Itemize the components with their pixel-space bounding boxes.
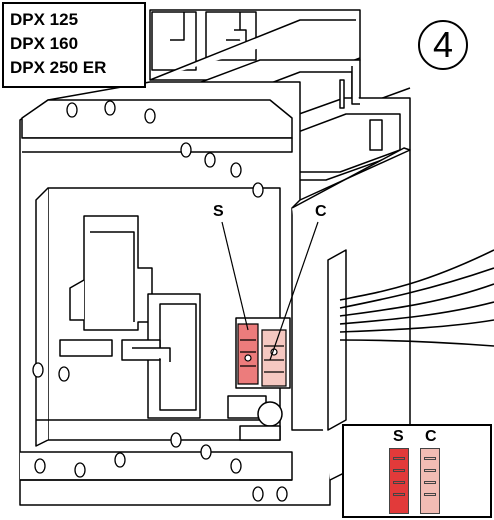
legend-c-contact-swatch: [420, 448, 440, 514]
contact-rib: [393, 493, 405, 496]
legend-box: S C: [342, 424, 492, 518]
callout-s-label: S: [213, 203, 224, 220]
contact-rib: [424, 493, 436, 496]
contact-rib: [424, 481, 436, 484]
model-dpx-250-er: DPX 250 ER: [10, 58, 107, 77]
model-dpx-125: DPX 125: [10, 10, 79, 29]
contact-rib: [393, 457, 405, 460]
model-label-box: DPX 125 DPX 160 DPX 250 ER: [2, 2, 146, 88]
contact-rib: [393, 481, 405, 484]
step-number-badge: 4: [418, 20, 468, 70]
contact-rib: [393, 469, 405, 472]
contact-rib: [424, 469, 436, 472]
model-dpx-160: DPX 160: [10, 34, 79, 53]
legend-c-label: C: [425, 428, 437, 445]
legend-s-contact-swatch: [389, 448, 409, 514]
legend-s-label: S: [393, 428, 404, 445]
contact-rib: [424, 457, 436, 460]
callout-c-label: C: [315, 203, 327, 220]
